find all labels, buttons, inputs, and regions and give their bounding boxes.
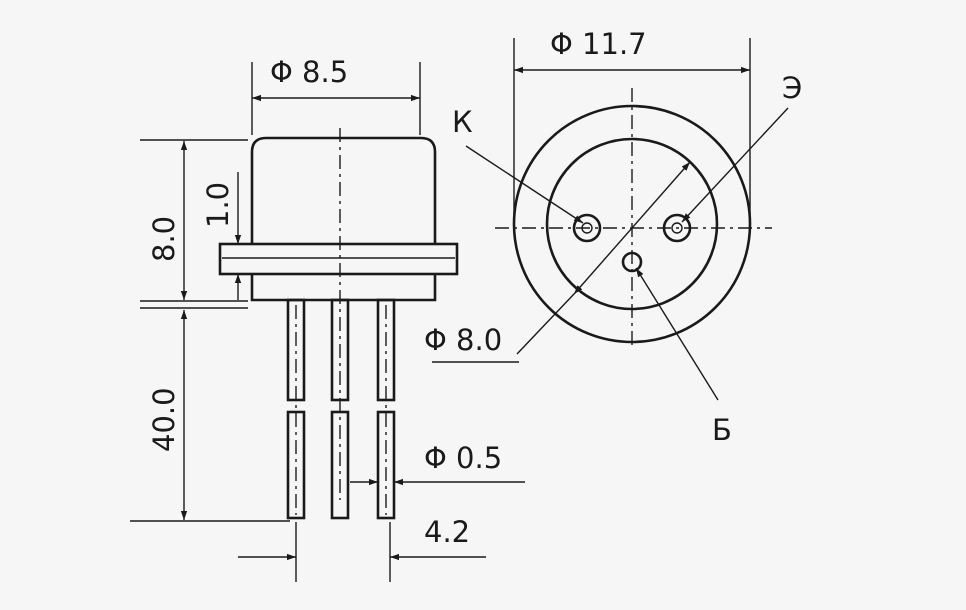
side-view: Φ 8.5 8.0 1.0 40.0 Φ 0.5 4.2 <box>130 55 525 582</box>
dim-inner-diameter: Φ 8.0 <box>424 323 502 357</box>
lead-upper-segments <box>286 298 396 402</box>
dim-lead-spacing: 4.2 <box>424 515 470 549</box>
transistor-cap <box>250 136 437 244</box>
label-pin-k: К <box>452 105 473 139</box>
transistor-flange <box>218 242 459 276</box>
dim-lead-length: 40.0 <box>147 387 181 452</box>
dim-height-total: 8.0 <box>147 216 181 262</box>
label-pin-b: Б <box>712 413 732 447</box>
transistor-base <box>250 274 437 302</box>
bottom-view: Φ 11.7 Φ 8.0 К Э Б <box>424 27 802 447</box>
lead-lower-segments <box>286 410 396 520</box>
dim-lead-diameter: Φ 0.5 <box>424 441 502 475</box>
dim-cap-diameter: Φ 8.5 <box>270 55 348 89</box>
dim-flange-thickness: 1.0 <box>201 182 235 228</box>
label-pin-e: Э <box>782 71 802 105</box>
dim-body-diameter: Φ 11.7 <box>550 27 647 61</box>
